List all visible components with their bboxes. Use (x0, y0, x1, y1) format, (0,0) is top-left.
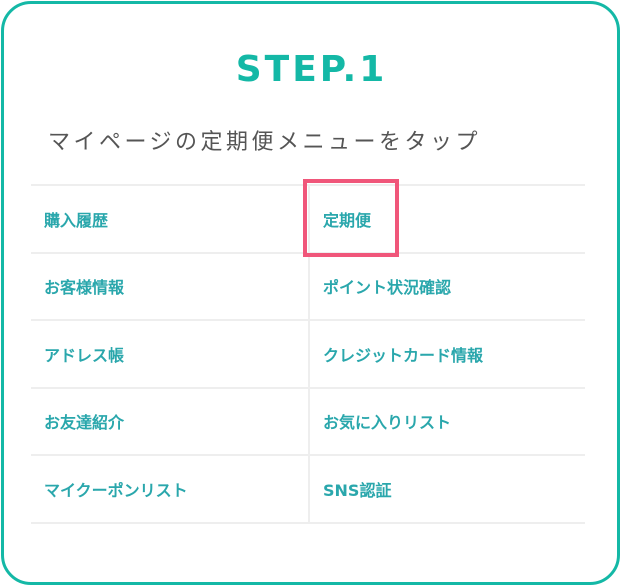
menu-item-sns-auth[interactable]: SNS認証 (308, 456, 585, 522)
menu-row: アドレス帳 クレジットカード情報 (31, 321, 585, 389)
menu-row: 購入履歴 定期便 (31, 186, 585, 254)
menu-item-friend-referral[interactable]: お友達紹介 (44, 413, 125, 433)
menu-item-customer-info[interactable]: お客様情報 (44, 278, 125, 298)
menu-item-favorites-list[interactable]: お気に入りリスト (308, 388, 585, 454)
step-description: マイページの定期便メニューをタップ (48, 130, 482, 155)
menu-row: マイクーポンリスト SNS認証 (31, 456, 585, 524)
menu-item-purchase-history[interactable]: 購入履歴 (44, 210, 109, 230)
menu-row: お友達紹介 お気に入りリスト (31, 388, 585, 456)
menu-item-address-book[interactable]: アドレス帳 (44, 345, 125, 365)
step-title: STEP.1 (235, 49, 388, 90)
mypage-menu-grid: 購入履歴 定期便 お客様情報 ポイント状況確認 アドレス帳 クレジットカード情報… (31, 184, 585, 524)
menu-row: お客様情報 ポイント状況確認 (31, 253, 585, 321)
menu-item-points-status[interactable]: ポイント状況確認 (308, 253, 585, 319)
menu-item-subscription[interactable]: 定期便 (308, 186, 585, 252)
menu-item-my-coupon-list[interactable]: マイクーポンリスト (44, 480, 188, 500)
menu-item-credit-card-info[interactable]: クレジットカード情報 (308, 321, 585, 387)
